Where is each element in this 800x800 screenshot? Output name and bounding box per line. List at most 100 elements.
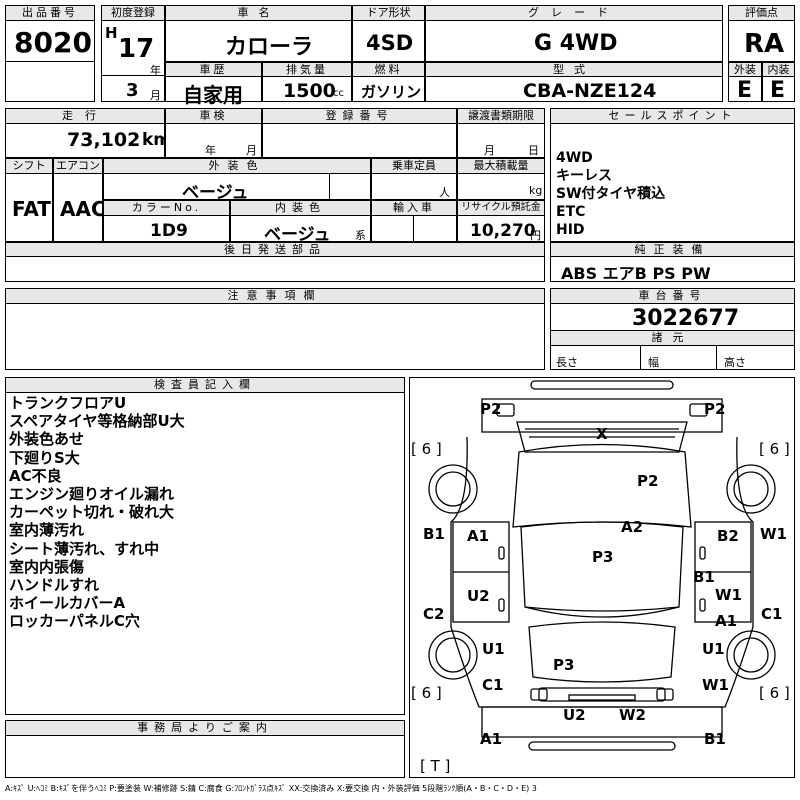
shift-label: シフト [5, 158, 53, 174]
reg-month: 3 [126, 80, 139, 101]
car-diagram-box [409, 377, 795, 778]
transfer-label: 譲渡書類期限 [457, 108, 545, 124]
chassis-label: 車台番号 [550, 288, 795, 304]
exterior-grade: E [737, 78, 753, 103]
sales-point: SW付タイヤ積込 [556, 186, 666, 202]
exterior-label: 外装 [728, 62, 762, 77]
inspector-note: カーペット切れ・破れ大 [9, 503, 175, 522]
damage-left-a1: A1 [467, 527, 490, 545]
inspector-note: ハンドルすれ [9, 576, 100, 595]
damage-right-b1: B1 [693, 568, 715, 586]
inspector-note: シート薄汚れ、すれ中 [9, 539, 160, 558]
sales-point: キーレス [556, 168, 612, 184]
inspector-note: 下廻りS大 [9, 448, 80, 467]
recycle-unit: 円 [530, 229, 541, 242]
damage-hood: P2 [637, 472, 659, 490]
damage-right-b2: B2 [717, 527, 739, 545]
car-diagram [428, 380, 776, 751]
first-reg-box [101, 5, 165, 102]
equipment-label: 純正装備 [550, 242, 795, 257]
damage-left-b1: B1 [423, 525, 445, 543]
damage-roof-p3: P3 [592, 548, 614, 566]
sales-point: 4WD [556, 150, 593, 166]
lot-no-box [5, 5, 95, 102]
color-no-label: カラーNo. [103, 200, 230, 216]
damage-right-w1: W1 [715, 586, 742, 604]
door-type: 4SD [366, 31, 414, 55]
inspector-notes: トランクフロアU スペアタイヤ等格納部U大 外装色あせ 下廻りS大 AC不良 エ… [9, 394, 185, 631]
score-label: 評価点 [728, 5, 795, 21]
max-load-unit: kg [529, 184, 543, 197]
max-load-label: 最大積載量 [457, 158, 545, 174]
damage-left-c2: C2 [423, 605, 445, 623]
damage-right-w1-edge: W1 [760, 525, 787, 543]
damage-rear-w2: W2 [619, 706, 646, 724]
specs-divider-2 [716, 346, 717, 370]
height-label: 高さ [724, 356, 746, 369]
grade-label: グレード [425, 5, 723, 21]
office-label: 事務局よりご案内 [5, 720, 405, 736]
legend: A:ｷｽﾞ U:ﾍｺﾐ B:ｷｽﾞを伴うﾍｺﾐ P:要塗装 W:補修跡 S:錆 … [5, 784, 537, 793]
equipment: ABS エアB PS PW [561, 264, 711, 283]
reg-year: 17 [118, 34, 155, 64]
displacement: 1500 [283, 80, 336, 102]
mileage-unit: km [142, 130, 172, 150]
damage-left-u1: U1 [482, 640, 505, 658]
later-parts-label: 後日発送部品 [5, 242, 545, 257]
capacity-label: 乗車定員 [371, 158, 457, 174]
color-no: 1D9 [150, 221, 188, 241]
model-label: 型式 [425, 62, 723, 77]
inspector-note: 外装色あせ [9, 430, 85, 449]
import-label: 輸入車 [371, 200, 457, 216]
transfer-month-unit: 月 [484, 144, 495, 157]
reg-month-unit: 月 [150, 89, 161, 102]
inspector-note: エンジン廻りオイル漏れ [9, 485, 175, 504]
capacity-unit: 人 [439, 186, 450, 199]
specs-divider-1 [640, 346, 641, 370]
spare-tire: [ T ] [420, 757, 451, 775]
ac-label: エアコン [53, 158, 103, 174]
damage-roof-a2: A2 [621, 518, 644, 536]
ext-color: ベージュ [182, 183, 249, 203]
damage-right-a1: A1 [715, 612, 738, 630]
width-label: 幅 [648, 356, 659, 369]
sales-point: ETC [556, 204, 586, 220]
damage-trunk-p3: P3 [553, 656, 575, 674]
sales-points-list: 4WD キーレス SW付タイヤ積込 ETC HID [556, 149, 665, 239]
inspector-note: ホイールカバーA [9, 594, 126, 613]
int-color: ベージュ [264, 225, 331, 245]
inspector-note: 室内薄汚れ [9, 521, 85, 540]
specs-label: 諸元 [550, 330, 795, 346]
history-label: 車歴 [165, 62, 262, 77]
fuel-label: 燃料 [352, 62, 425, 77]
history: 自家用 [183, 83, 243, 107]
tire-left-front: [ 6 ] [411, 440, 442, 458]
ext-color-label: 外装色 [103, 158, 371, 174]
inspector-note: トランクフロアU [9, 394, 127, 412]
interior-grade: E [770, 78, 786, 103]
mileage: 73,102 [67, 129, 141, 151]
inspector-note: 室内内張傷 [9, 557, 85, 576]
sales-points-label: セールスポイント [550, 108, 795, 124]
transfer-day-unit: 日 [528, 144, 539, 157]
recycle-label: リサイクル預託金 [457, 200, 545, 216]
shift: FAT [12, 197, 51, 221]
era: H [105, 24, 118, 42]
damage-front-left: P2 [480, 400, 502, 418]
inspection-year-unit: 年 [205, 144, 216, 157]
lot-no: 8020 [14, 26, 92, 59]
int-color-label: 内装色 [230, 200, 371, 216]
score: RA [744, 29, 785, 59]
reg-divider [101, 75, 165, 76]
sales-point: HID [556, 222, 585, 238]
damage-right-u1: U1 [702, 640, 725, 658]
length-label: 長さ [556, 356, 578, 369]
damage-windshield: X [596, 425, 608, 443]
damage-right-w1-rear: W1 [702, 676, 729, 694]
chassis-no: 3022677 [632, 306, 740, 331]
mileage-label: 走行 [5, 108, 165, 124]
damage-left-c1: C1 [482, 676, 504, 694]
lot-divider [5, 61, 95, 62]
inspector-note: スペアタイヤ等格納部U大 [9, 412, 185, 431]
damage-rear-b1: B1 [704, 730, 726, 748]
